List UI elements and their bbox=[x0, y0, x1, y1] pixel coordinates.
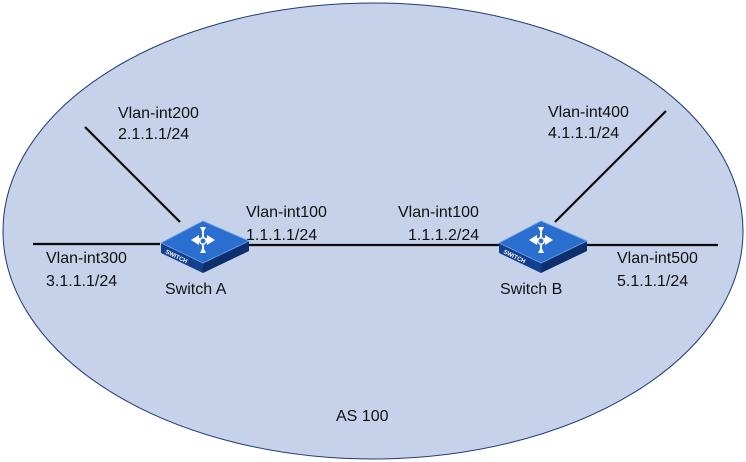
switch-b-if-vlan400-ip: 4.1.1.1/24 bbox=[548, 125, 619, 142]
switch-b-name: Switch B bbox=[500, 281, 562, 298]
link-b-vlan400 bbox=[554, 110, 667, 223]
switch-b-if-vlan100-ip: 1.1.1.2/24 bbox=[408, 227, 479, 244]
switch-a-if-vlan300-name: Vlan-int300 bbox=[46, 250, 127, 267]
switch-a-if-vlan300-ip: 3.1.1.1/24 bbox=[46, 273, 117, 290]
switch-a-if-vlan100-name: Vlan-int100 bbox=[246, 204, 327, 221]
switch-b-if-vlan500-name: Vlan-int500 bbox=[617, 250, 698, 267]
switch-b-if-vlan400-name: Vlan-int400 bbox=[548, 104, 629, 121]
switch-a-name: Switch A bbox=[165, 281, 227, 298]
link-a-vlan200 bbox=[84, 126, 181, 223]
links bbox=[33, 110, 718, 247]
switch-b-if-vlan500-ip: 5.1.1.1/24 bbox=[617, 273, 688, 290]
switch-a-if-vlan200-ip: 2.1.1.1/24 bbox=[118, 126, 189, 143]
switch-a-if-vlan100-ip: 1.1.1.1/24 bbox=[246, 227, 317, 244]
switch-b-if-vlan100-name: Vlan-int100 bbox=[398, 204, 479, 221]
as-label: AS 100 bbox=[336, 408, 389, 425]
switch-a-if-vlan200-name: Vlan-int200 bbox=[118, 105, 199, 122]
